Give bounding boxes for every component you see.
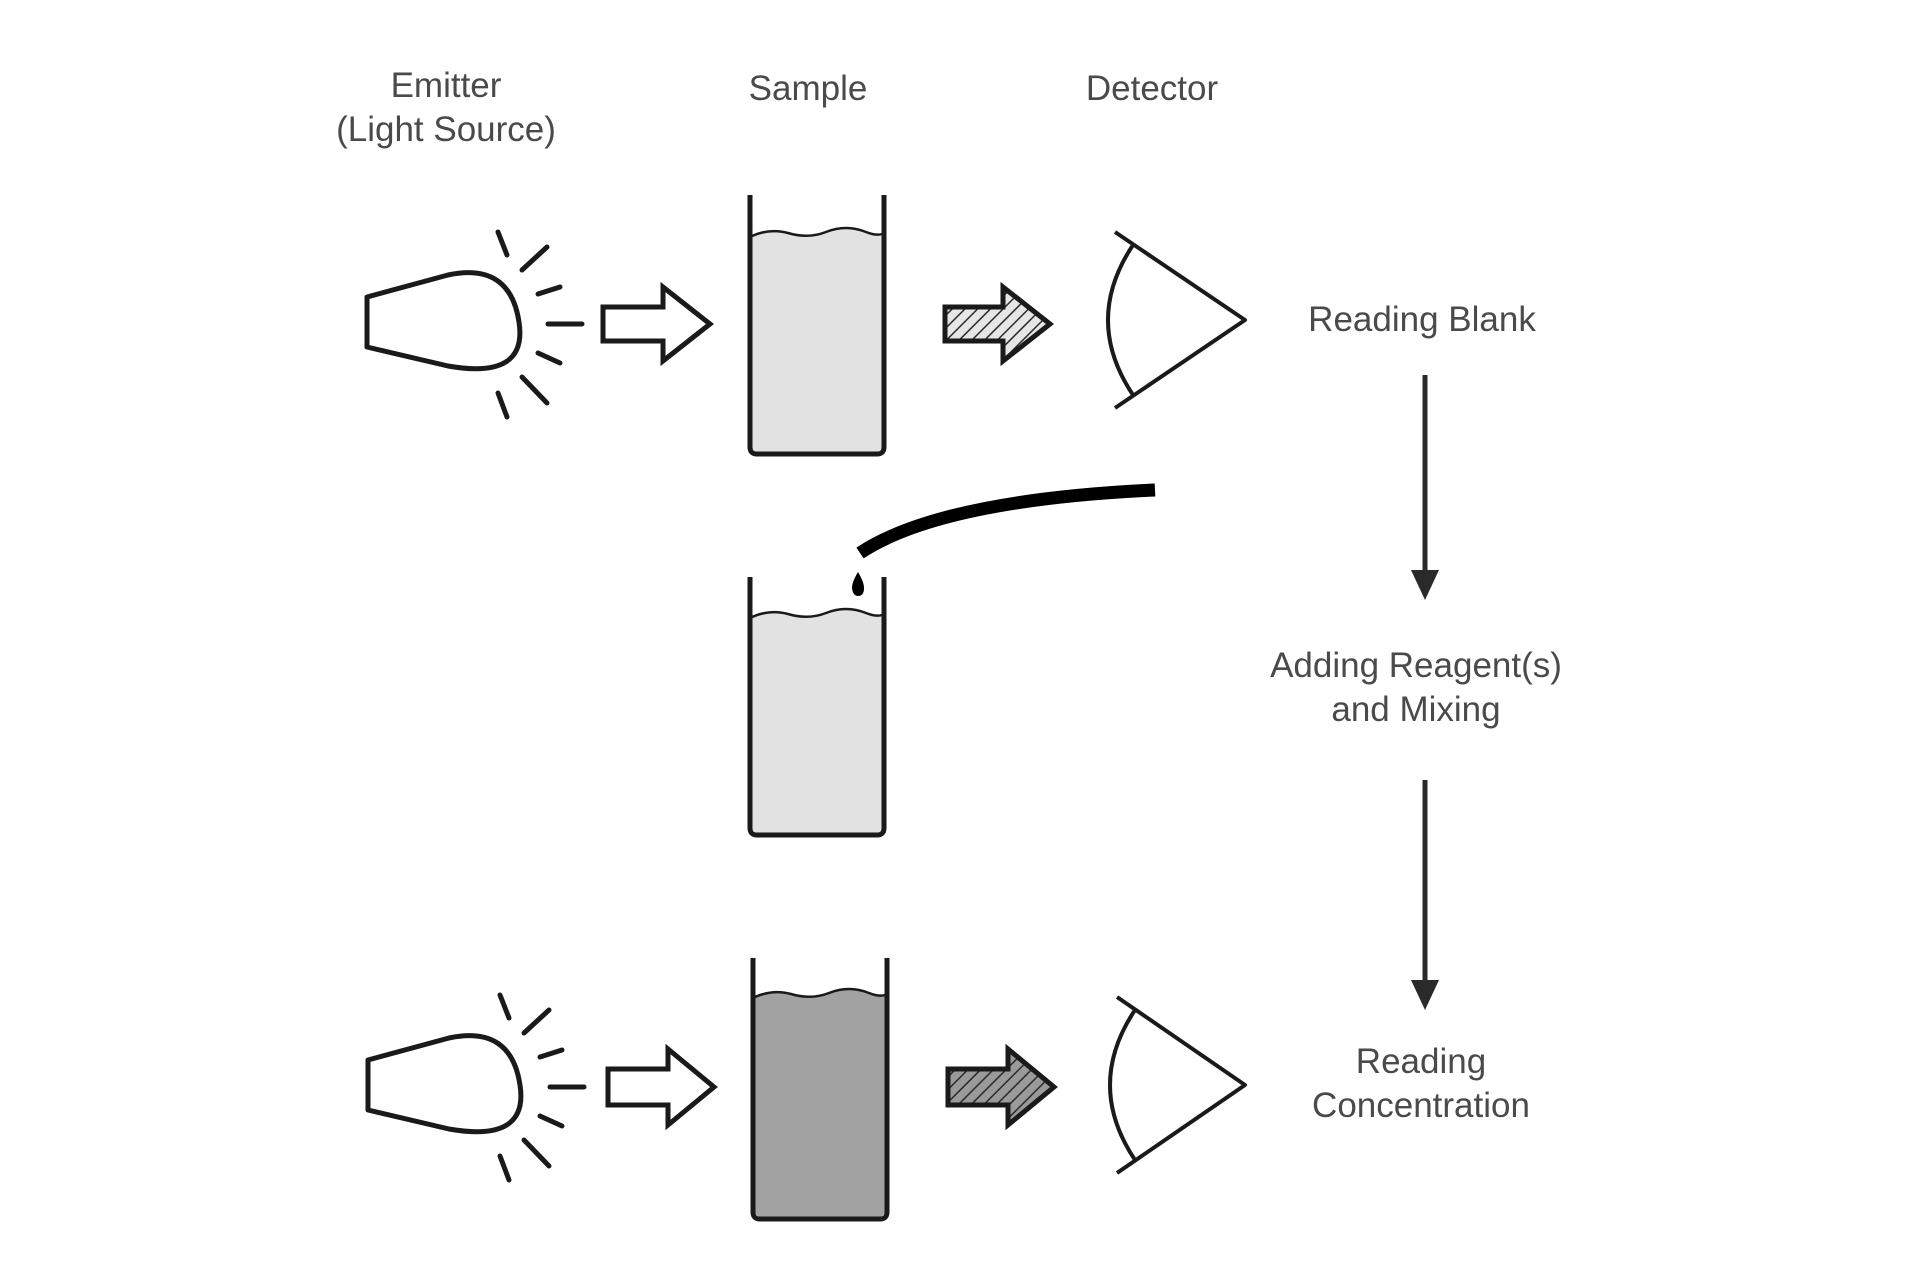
reagent-dropper xyxy=(856,483,1156,559)
light-beam-arrow xyxy=(600,281,715,367)
flow-arrow-down xyxy=(1411,375,1439,600)
emitter-label-line1: Emitter xyxy=(390,66,502,105)
reading-concentration-label: Reading Concentration xyxy=(1312,1040,1530,1128)
transmitted-light-arrow xyxy=(942,281,1055,367)
reagent-drop xyxy=(852,572,864,596)
emitter-label: Emitter (Light Source) xyxy=(336,64,556,152)
adding-reagents-line2: and Mixing xyxy=(1331,690,1501,729)
light-bulb-icon xyxy=(364,270,523,372)
emitter-label-line2: (Light Source) xyxy=(336,110,556,149)
reading-concentration-line1: Reading xyxy=(1355,1042,1487,1081)
detector-eye-icon xyxy=(1106,230,1247,410)
reading-blank-label: Reading Blank xyxy=(1308,300,1536,339)
light-bulb-icon xyxy=(365,1033,524,1135)
detector-eye-icon xyxy=(1108,995,1247,1175)
sample-label: Sample xyxy=(748,69,868,108)
adding-reagents-label: Adding Reagent(s) and Mixing xyxy=(1270,644,1562,732)
flow-arrow-down xyxy=(1411,780,1439,1010)
reading-concentration-line2: Concentration xyxy=(1312,1086,1530,1125)
adding-reagents-line1: Adding Reagent(s) xyxy=(1270,646,1562,685)
sample-beaker-colored xyxy=(750,958,890,1222)
light-rays-icon xyxy=(495,229,585,420)
sample-beaker-blank xyxy=(747,195,887,457)
sample-beaker-mixing xyxy=(747,577,887,838)
transmitted-light-arrow xyxy=(945,1043,1058,1131)
detector-label: Detector xyxy=(1085,69,1219,108)
light-rays-icon xyxy=(497,992,587,1183)
light-beam-arrow xyxy=(605,1043,718,1131)
